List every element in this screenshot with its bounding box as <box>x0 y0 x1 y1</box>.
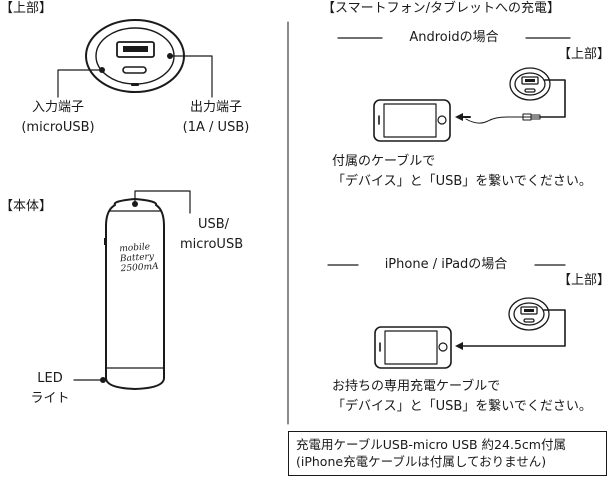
iphone-cable <box>462 309 566 347</box>
input-port-type: (microUSB) <box>21 120 95 135</box>
body-port-label-line1: USB/ <box>198 217 230 232</box>
led-label-line1: LED <box>37 371 63 386</box>
cable-note-line2: (iPhone充電ケーブルは付属しておりません) <box>296 454 547 469</box>
led-label: LED ライト <box>28 369 72 409</box>
battery-top-view <box>85 19 185 93</box>
body-port-label-line2: microUSB <box>180 237 244 252</box>
android-instruction: 付属のケーブルで 「デバイス」と「USB」を繋いでください。 <box>332 152 592 192</box>
body-port-label: USB/ microUSB <box>180 215 243 255</box>
iphone-top-label: 【上部】 <box>558 273 611 288</box>
android-arrow <box>455 113 463 121</box>
top-view-heading: 【上部】 <box>0 1 53 16</box>
android-title: Androidの場合 <box>409 30 499 45</box>
android-instruction-line1: 付属のケーブルで <box>332 154 436 169</box>
charging-heading: 【スマートフォン/タブレットへの充電】 <box>322 1 560 16</box>
android-phone <box>373 99 451 142</box>
android-top-label: 【上部】 <box>558 47 611 62</box>
iphone-battery-top <box>508 297 550 331</box>
output-port-spec: (1A / USB) <box>182 120 250 135</box>
android-cable <box>539 79 566 118</box>
input-port-name: 入力端子 <box>31 100 84 115</box>
iphone-instruction-line1: お持ちの専用充電ケーブルで <box>332 379 501 394</box>
input-port-leader <box>57 69 103 98</box>
cable-note-box: 充電用ケーブルUSB-micro USB 約24.5cm付属 (iPhone充電… <box>288 431 607 476</box>
microusb-port-shape <box>122 66 147 74</box>
iphone-arrow <box>455 342 463 350</box>
battery-print: mobile Battery 2500mA <box>119 242 159 274</box>
output-port-label: 出力端子 (1A / USB) <box>164 98 268 138</box>
iphone-phone <box>374 326 452 369</box>
iphone-instruction-line2: 「デバイス」と「USB」を繋いでください。 <box>332 399 592 414</box>
output-port-leader <box>169 55 213 98</box>
iphone-title: iPhone / iPadの場合 <box>384 257 508 272</box>
output-port-name: 出力端子 <box>189 100 242 115</box>
body-port-leader <box>134 190 191 214</box>
android-instruction-line2: 「デバイス」と「USB」を繋いでください。 <box>332 174 592 189</box>
android-battery-top <box>509 67 551 101</box>
battery-body <box>100 198 165 390</box>
usb-port-shape <box>116 41 155 58</box>
led-label-line2: ライト <box>30 391 70 406</box>
body-heading: 【本体】 <box>0 199 53 214</box>
input-port-label: 入力端子 (microUSB) <box>6 98 110 138</box>
cable-note-line1: 充電用ケーブルUSB-micro USB 約24.5cm付属 <box>296 437 566 452</box>
iphone-instruction: お持ちの専用充電ケーブルで 「デバイス」と「USB」を繋いでください。 <box>332 377 592 417</box>
